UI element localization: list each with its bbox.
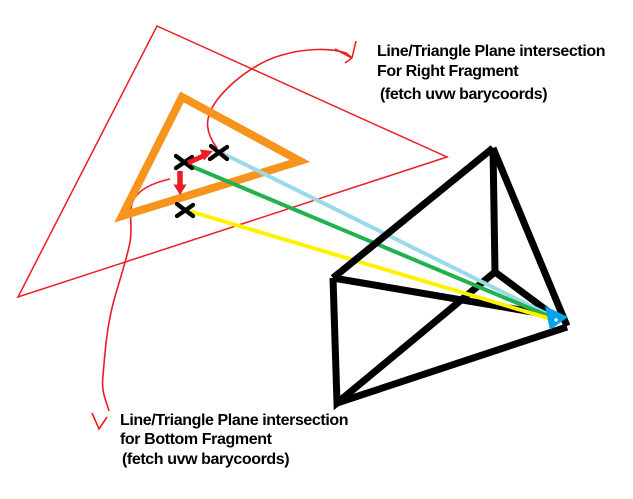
curved-arrow-top-arrowhead-icon [334,40,357,64]
plane-triangle-outline [16,25,450,299]
label-bottom-fragment-line1: Line/Triangle Plane intersection [120,412,349,429]
ray-bottom-fragment [188,209,552,321]
curved-arrow-bottom-arrowhead-icon [91,412,108,431]
fragment-triangle-outline [114,91,311,223]
ray-center-fragment [185,162,554,320]
eye-point-arrowhead-icon [545,306,568,330]
frustum-edge-top-to-eye [489,146,571,328]
label-bottom-fragment-line2: for Bottom Fragment [120,431,272,448]
label-right-fragment-line3: (fetch uvw barycoords) [380,86,548,103]
x-mark-bottom-icon [174,201,196,219]
x-mark-center-icon [173,153,195,171]
red-arrow-right-head-icon [200,149,213,161]
red-arrow-right-shaft [186,153,205,166]
curved-arrow-to-top-label [206,48,352,149]
x-mark-right-icon [207,143,230,162]
label-right-fragment: Line/Triangle Plane intersection For Rig… [377,42,606,105]
label-bottom-fragment: Line/Triangle Plane intersection for Bot… [120,411,349,469]
label-right-fragment-line2: For Right Fragment [377,63,519,80]
frustum-base-quad [329,147,499,411]
red-arrow-down-head-icon [173,184,187,195]
label-bottom-fragment-line3: (fetch uvw barycoords) [122,451,290,468]
eye-point-highlight-dot [554,318,558,322]
label-right-fragment-line1: Line/Triangle Plane intersection [377,43,606,60]
frustum-edge-top-left [330,145,496,281]
frustum-edge-bottom-to-eye [335,323,569,407]
